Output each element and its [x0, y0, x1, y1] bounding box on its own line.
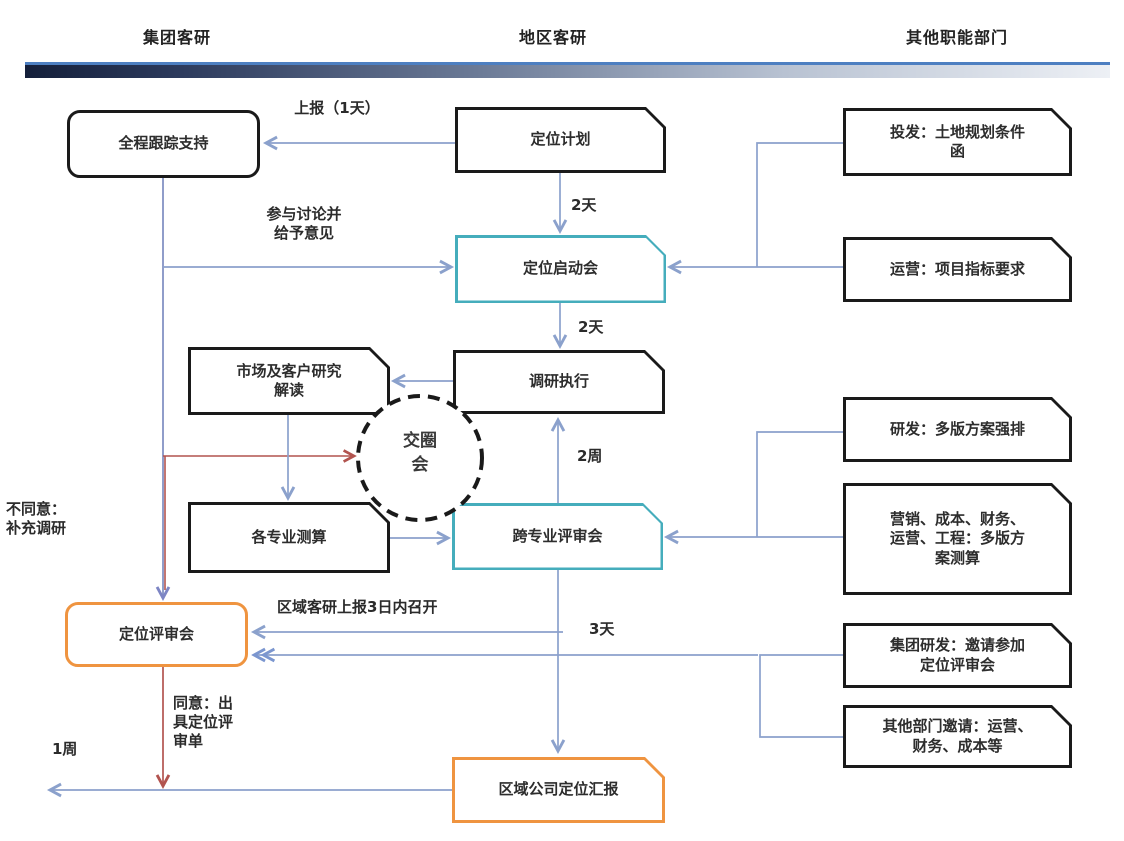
- node-research-exec: 调研执行: [453, 350, 665, 414]
- node-label: 营销、成本、财务、 运营、工程：多版方 案测算: [889, 509, 1025, 567]
- node-track-support: 全程跟踪支持: [67, 110, 260, 178]
- edge-label-participate: 参与讨论并 给予意见: [266, 205, 342, 242]
- edge-label-2days-a: 2天: [571, 196, 597, 214]
- edge-label-1week: 1周: [52, 740, 78, 758]
- node-rd-dept: 研发：多版方案强排: [843, 397, 1072, 462]
- node-label: 运营：项目指标要求: [889, 259, 1025, 278]
- node-label: 定位评审会: [118, 624, 194, 643]
- node-label: 区域公司定位汇报: [498, 780, 619, 799]
- node-label: 调研执行: [528, 372, 589, 391]
- node-circle-meeting-label: 交圈 会: [403, 431, 437, 475]
- edge-label-agree: 同意：出 具定位评 审单: [173, 694, 234, 750]
- node-label: 其他部门邀请：运营、 财务、成本等: [882, 717, 1033, 755]
- node-label: 集团研发：邀请参加 定位评审会: [889, 636, 1025, 674]
- node-invest-dept: 投发：土地规划条件 函: [843, 108, 1072, 176]
- edge-label-report-1day: 上报（1天）: [294, 99, 380, 117]
- node-specialty-calc: 各专业测算: [188, 502, 390, 573]
- edge-label-3days: 3天: [589, 620, 615, 638]
- node-label: 定位启动会: [522, 259, 598, 278]
- node-label: 研发：多版方案强排: [889, 419, 1025, 438]
- node-label: 市场及客户研究 解读: [236, 361, 342, 399]
- node-regional-report: 区域公司定位汇报: [452, 757, 665, 823]
- node-market-interpret: 市场及客户研究 解读: [188, 347, 390, 415]
- node-label: 投发：土地规划条件 函: [889, 122, 1025, 160]
- node-operations-dept: 运营：项目指标要求: [843, 237, 1072, 302]
- edge-label-disagree: 不同意： 补充调研: [6, 500, 67, 537]
- lane-header-group: 集团客研: [142, 28, 211, 47]
- header-divider-bar: [25, 62, 1110, 78]
- node-label: 跨专业评审会: [512, 526, 603, 545]
- node-kickoff-meeting: 定位启动会: [455, 235, 666, 303]
- node-label: 各专业测算: [251, 527, 327, 546]
- node-positioning-review: 定位评审会: [65, 602, 248, 667]
- edge-label-2weeks: 2周: [577, 447, 603, 465]
- node-label: 全程跟踪支持: [118, 134, 209, 153]
- edge-label-2days-b: 2天: [578, 318, 604, 336]
- lane-header-region: 地区客研: [518, 28, 587, 47]
- node-label: 定位计划: [530, 130, 591, 149]
- edge-invest-join: [756, 142, 843, 267]
- edge-rd-join: [756, 431, 843, 537]
- node-cross-review: 跨专业评审会: [452, 503, 663, 570]
- node-marketing-dept: 营销、成本、财务、 运营、工程：多版方 案测算: [843, 483, 1072, 595]
- node-positioning-plan: 定位计划: [455, 107, 666, 173]
- node-group-rd: 集团研发：邀请参加 定位评审会: [843, 623, 1072, 688]
- lane-header-other: 其他职能部门: [905, 28, 1008, 47]
- edge-label-convene: 区域客研上报3日内召开: [277, 598, 438, 616]
- edge-invite-join: [759, 654, 843, 738]
- node-other-invite: 其他部门邀请：运营、 财务、成本等: [843, 705, 1072, 768]
